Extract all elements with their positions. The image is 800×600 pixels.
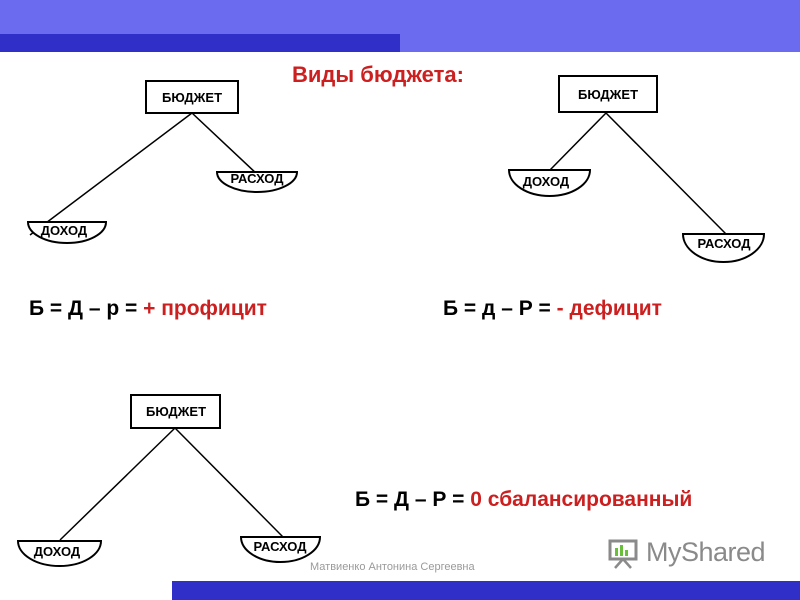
formula-result: + профицит — [143, 297, 267, 320]
income-pan — [507, 169, 592, 197]
logo-text: MyShared — [646, 537, 766, 567]
income-pan — [26, 221, 108, 244]
formula-equation: Б = Д – р = — [29, 297, 144, 320]
expense-pan — [681, 233, 766, 263]
beam-left — [549, 112, 607, 171]
expense-pan — [239, 536, 322, 563]
beam-right — [174, 427, 284, 538]
beam-left — [29, 112, 193, 236]
budget-label: БЮДЖЕТ — [162, 90, 222, 105]
top-strip — [0, 34, 400, 52]
income-pan — [16, 540, 103, 567]
expense-label: РАСХОД — [697, 236, 751, 251]
top-band — [0, 0, 800, 34]
top-strip-right — [400, 34, 800, 52]
diagram-surplus: БЮДЖЕТ РАСХОД ДОХОД — [26, 80, 299, 244]
budget-box — [145, 80, 239, 114]
expense-pan — [215, 171, 299, 193]
myshared-logo: MyShared — [606, 535, 766, 571]
beam-left — [59, 427, 176, 541]
formula-deficit: Б = д – Р = - дефицит — [443, 297, 662, 321]
beam-right — [605, 112, 727, 235]
author-footer: Матвиенко Антонина Сергеевна — [310, 561, 475, 573]
beam-right — [191, 112, 259, 176]
formula-result: - дефицит — [556, 297, 662, 320]
presentation-board-icon — [608, 539, 638, 569]
formula-equation: Б = д – Р = — [443, 297, 557, 320]
bottom-band — [172, 581, 800, 600]
slide-title: Виды бюджета: — [292, 62, 464, 87]
diagram-deficit: БЮДЖЕТ ДОХОД РАСХОД — [507, 75, 766, 263]
formula-surplus: Б = Д – р = + профицит — [29, 297, 267, 321]
formula-result: 0 сбалансированный — [470, 488, 693, 511]
expense-label: РАСХОД — [253, 539, 307, 554]
budget-label: БЮДЖЕТ — [146, 404, 206, 419]
formula-balanced: Б = Д – Р = 0 сбалансированный — [355, 488, 692, 512]
income-label: ДОХОД — [34, 544, 81, 559]
formula-equation: Б = Д – Р = — [355, 488, 471, 511]
diagram-balanced: БЮДЖЕТ ДОХОД РАСХОД — [16, 394, 322, 567]
budget-box — [558, 75, 658, 113]
income-label: ДОХОД — [523, 174, 570, 189]
expense-label: РАСХОД — [230, 171, 284, 186]
budget-label: БЮДЖЕТ — [578, 87, 638, 102]
income-label: ДОХОД — [41, 223, 88, 238]
budget-box — [130, 394, 221, 429]
